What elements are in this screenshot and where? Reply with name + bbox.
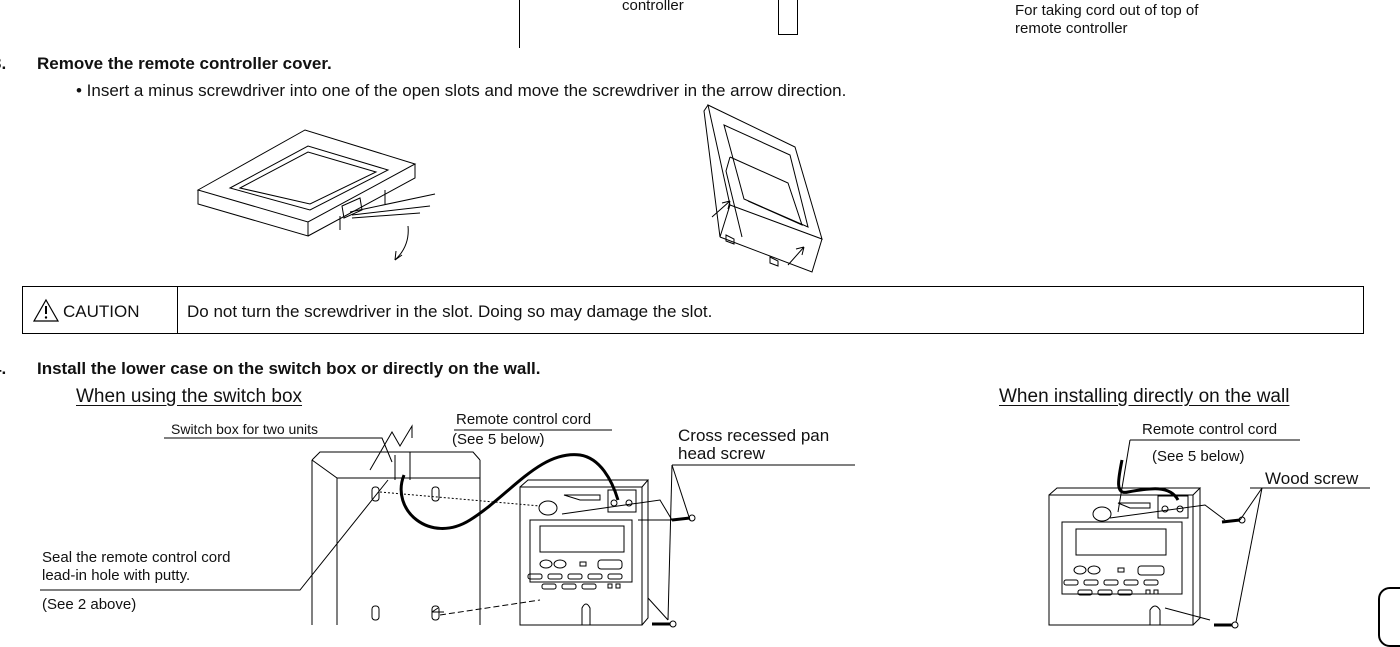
seal-label-line1: Seal the remote control cord — [42, 549, 231, 566]
caution-label: CAUTION — [63, 302, 140, 321]
caution-divider — [177, 287, 178, 333]
label-controller: controller — [622, 0, 684, 14]
page-number-tab — [1378, 587, 1400, 647]
switchbox-subtitle: When using the switch box — [76, 386, 303, 407]
step3-heading: Remove the remote controller cover. — [37, 54, 332, 73]
warning-triangle-icon — [32, 298, 60, 322]
caution-box: CAUTION Do not turn the screwdriver in t… — [22, 286, 1364, 334]
wall-subtitle: When installing directly on the wall — [999, 386, 1290, 407]
caution-text: Do not turn the screwdriver in the slot.… — [187, 302, 713, 321]
label-cord-top-line1: For taking cord out of top of — [1015, 2, 1199, 19]
seal-label-line2: lead-in hole with putty. — [42, 567, 191, 584]
seal-ref: (See 2 above) — [42, 596, 137, 613]
switchbox-screw-label-line1: Cross recessed pan — [678, 426, 830, 445]
step3-bullet: • Insert a minus screwdriver into one of… — [76, 81, 847, 100]
top-divider-line — [519, 0, 520, 48]
switchbox-cord-ref: (See 5 below) — [452, 431, 545, 448]
switchbox-label: Switch box for two units — [171, 421, 319, 437]
cord-outlet-shape — [778, 0, 798, 35]
step3-number: 3. — [0, 54, 7, 73]
switchbox-screw-label-line2: head screw — [678, 444, 765, 463]
wall-cord-ref: (See 5 below) — [1152, 448, 1245, 465]
step4-number: 4. — [0, 359, 7, 378]
wall-diagram — [1048, 439, 1370, 629]
remote-flat-illustration — [196, 129, 436, 261]
wall-cord-label: Remote control cord — [1142, 421, 1278, 438]
label-cord-top-line2: remote controller — [1015, 20, 1128, 37]
wall-screw-label: Wood screw — [1265, 469, 1359, 488]
switchbox-cord-label: Remote control cord — [456, 411, 592, 428]
step4-heading: Install the lower case on the switch box… — [37, 359, 541, 378]
switchbox-diagram — [40, 424, 855, 628]
remote-tilted-illustration — [703, 104, 823, 273]
